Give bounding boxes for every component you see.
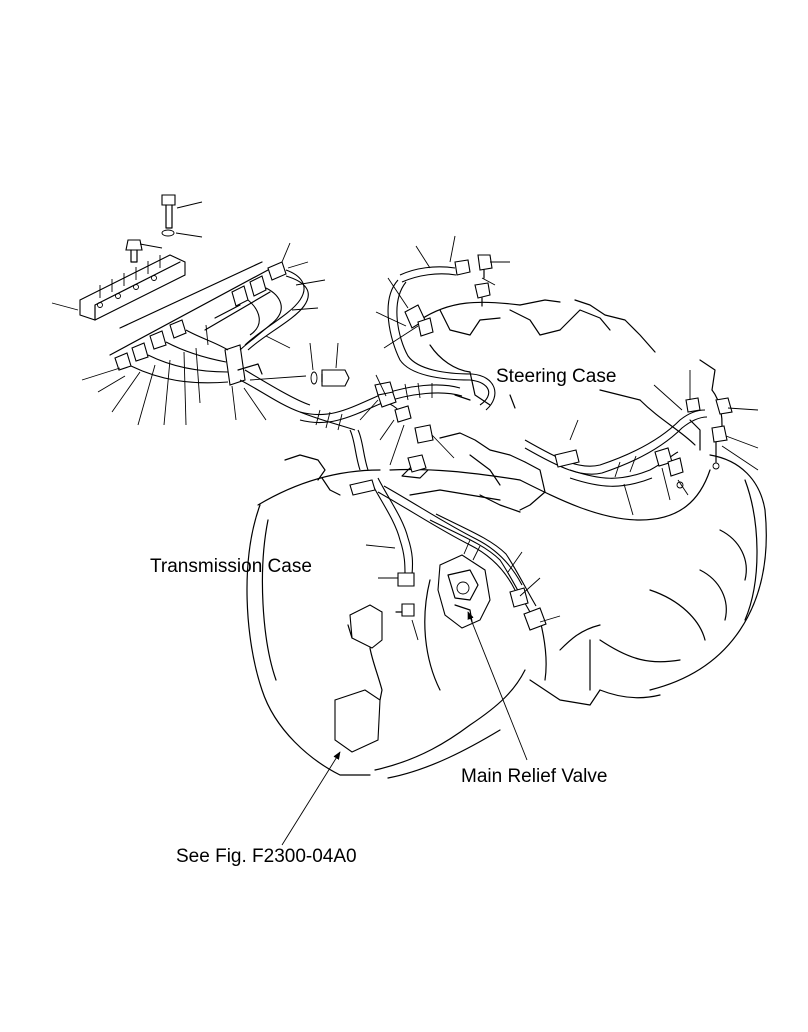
see-fig-reference-label: See Fig. F2300-04A0 <box>176 846 357 867</box>
main-hose-runs <box>299 266 708 613</box>
see-fig-arrow <box>281 751 341 846</box>
main-relief-valve <box>437 554 491 629</box>
manifold-block <box>51 194 203 321</box>
leader-lines <box>359 235 759 641</box>
steering-case-outline <box>419 299 767 706</box>
fittings <box>349 254 733 631</box>
transmission-case-label: Transmission Case <box>150 556 312 577</box>
steering-case-label: Steering Case <box>496 366 617 387</box>
hose-bracket <box>81 242 356 431</box>
bracket-assembly <box>334 604 383 753</box>
main-relief-valve-label: Main Relief Valve <box>461 766 608 787</box>
relief-valve-arrow <box>467 611 528 761</box>
transmission-case-outline <box>246 454 526 779</box>
